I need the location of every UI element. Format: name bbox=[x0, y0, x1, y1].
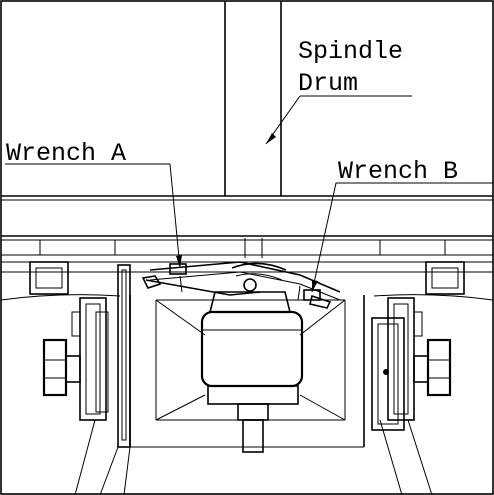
left-hex-nut-icon bbox=[42, 338, 68, 397]
spindle-drum-label-line1: Spindle bbox=[298, 37, 403, 66]
wrench-a-jaw bbox=[169, 263, 187, 275]
spindle-drum bbox=[1, 1, 493, 201]
housing-plate bbox=[0, 235, 494, 301]
right-clamp bbox=[371, 261, 465, 495]
wrench-b-label: Wrench B bbox=[338, 157, 458, 186]
wrench-assembly bbox=[141, 261, 341, 309]
wrench-a-label: Wrench A bbox=[6, 139, 126, 168]
central-fixture bbox=[129, 295, 365, 448]
chuck-body bbox=[200, 291, 304, 453]
right-hex-nut-icon bbox=[426, 338, 452, 397]
spindle-drum-label-line2: Drum bbox=[298, 69, 358, 98]
left-clamp bbox=[29, 261, 131, 495]
leader-lines bbox=[5, 95, 493, 293]
